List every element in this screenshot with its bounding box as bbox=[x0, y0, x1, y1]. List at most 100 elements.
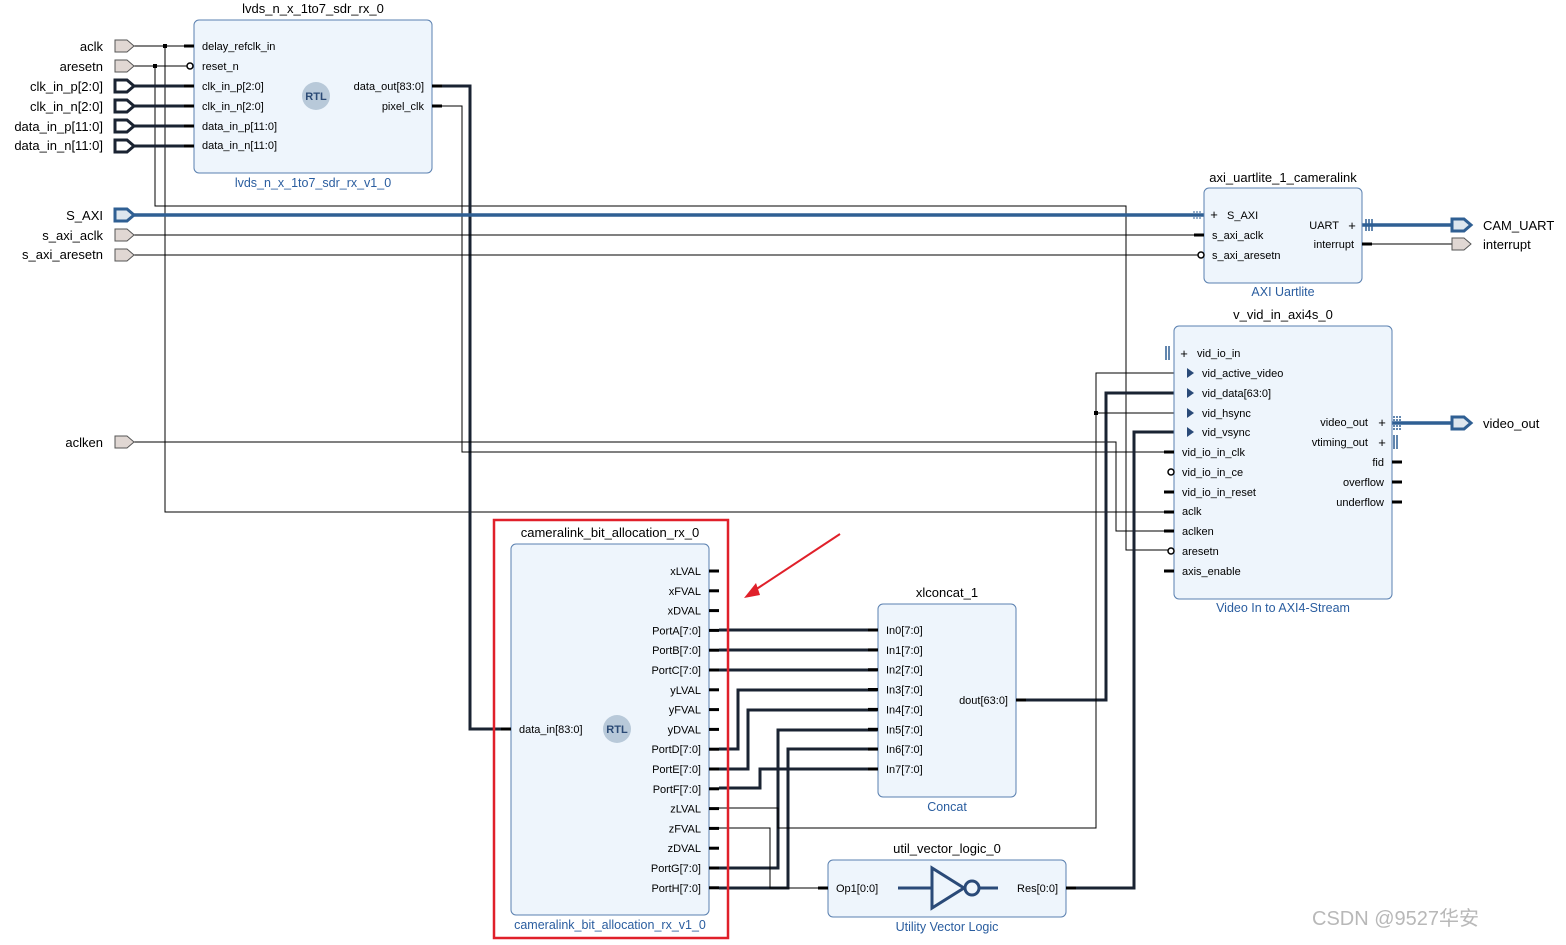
expand-plus-icon[interactable]: + bbox=[1348, 218, 1356, 233]
port-s-axi-aclk[interactable]: s_axi_aclk bbox=[42, 228, 135, 243]
pin-xdval[interactable]: xDVAL bbox=[668, 606, 701, 618]
block-lvds[interactable]: lvds_n_x_1to7_sdr_rx_0 lvds_n_x_1to7_sdr… bbox=[184, 1, 442, 190]
pin-data-in[interactable]: data_in[83:0] bbox=[519, 724, 583, 736]
expand-arrow-icon[interactable] bbox=[1187, 408, 1194, 418]
pin-portc[interactable]: PortC[7:0] bbox=[651, 665, 701, 677]
net-zlval-active-video[interactable] bbox=[719, 372, 1174, 829]
expand-plus-icon[interactable]: + bbox=[1210, 207, 1218, 222]
port-clk-in-p[interactable]: clk_in_p[2:0] bbox=[30, 78, 137, 94]
pin-uart[interactable]: UART bbox=[1309, 220, 1339, 232]
pin-video-out[interactable]: video_out bbox=[1320, 417, 1368, 429]
pin-vid-io-in-reset[interactable]: vid_io_in_reset bbox=[1182, 487, 1256, 499]
pin-in7[interactable]: In7[7:0] bbox=[886, 764, 923, 776]
pin-portf[interactable]: PortF[7:0] bbox=[653, 784, 701, 796]
port-aresetn[interactable]: aresetn bbox=[60, 59, 135, 74]
pin-in3[interactable]: In3[7:0] bbox=[886, 685, 923, 697]
net-porth-in6[interactable] bbox=[719, 747, 878, 890]
port-s-axi[interactable]: S_AXI bbox=[66, 207, 137, 223]
pin-porth[interactable]: PortH[7:0] bbox=[651, 883, 701, 895]
net-aclken[interactable] bbox=[134, 441, 1174, 532]
pin-portb[interactable]: PortB[7:0] bbox=[652, 645, 701, 657]
pin-zdval[interactable]: zDVAL bbox=[668, 843, 701, 855]
expand-plus-icon[interactable]: + bbox=[1180, 346, 1188, 361]
pin-in2[interactable]: In2[7:0] bbox=[886, 665, 923, 677]
pin-overflow[interactable]: overflow bbox=[1343, 477, 1384, 489]
pin-in6[interactable]: In6[7:0] bbox=[886, 744, 923, 756]
pin-yfval[interactable]: yFVAL bbox=[669, 705, 701, 717]
port-interrupt[interactable]: interrupt bbox=[1451, 237, 1531, 252]
pin-interrupt[interactable]: interrupt bbox=[1314, 239, 1354, 251]
pin-vtiming-out[interactable]: vtiming_out bbox=[1312, 437, 1368, 449]
pin-delay-refclk-in[interactable]: delay_refclk_in bbox=[202, 41, 275, 53]
net-portd-in3[interactable] bbox=[719, 688, 878, 751]
pin-res[interactable]: Res[0:0] bbox=[1017, 883, 1058, 895]
pin-zlval[interactable]: zLVAL bbox=[670, 804, 701, 816]
port-data-in-p[interactable]: data_in_p[11:0] bbox=[14, 118, 137, 134]
pin-vid-active-video[interactable]: vid_active_video bbox=[1202, 368, 1283, 380]
pin-in4[interactable]: In4[7:0] bbox=[886, 704, 923, 716]
pin-aclken[interactable]: aclken bbox=[1182, 526, 1214, 538]
block-cam[interactable]: cameralink_bit_allocation_rx_0 cameralin… bbox=[492, 518, 730, 940]
net-data-out-data-in[interactable] bbox=[432, 84, 511, 731]
pin-reset-n[interactable]: reset_n bbox=[202, 61, 239, 73]
port-clk-in-n[interactable]: clk_in_n[2:0] bbox=[30, 98, 137, 114]
net-dout-vid-data[interactable] bbox=[1016, 391, 1174, 702]
pin-clk-in-n[interactable]: clk_in_n[2:0] bbox=[202, 101, 264, 113]
port-aclk[interactable]: aclk bbox=[80, 39, 135, 54]
pin-in0[interactable]: In0[7:0] bbox=[886, 625, 923, 637]
pin-porta[interactable]: PortA[7:0] bbox=[652, 625, 701, 637]
pin-vid-hsync[interactable]: vid_hsync bbox=[1202, 408, 1251, 420]
net-portg-in5[interactable] bbox=[719, 728, 878, 870]
expand-arrow-icon[interactable] bbox=[1187, 388, 1194, 398]
net-res-vsync[interactable] bbox=[1066, 430, 1174, 890]
port-s-axi-aresetn[interactable]: s_axi_aresetn bbox=[22, 247, 135, 262]
pin-s-axi[interactable]: S_AXI bbox=[1227, 210, 1258, 222]
pin-underflow[interactable]: underflow bbox=[1336, 497, 1384, 509]
net-zfval-op1[interactable] bbox=[719, 827, 828, 889]
pin-vid-io-in-clk[interactable]: vid_io_in_clk bbox=[1182, 447, 1245, 459]
pin-in5[interactable]: In5[7:0] bbox=[886, 724, 923, 736]
pin-aresetn[interactable]: aresetn bbox=[1182, 546, 1219, 558]
pin-op1[interactable]: Op1[0:0] bbox=[836, 883, 878, 895]
block-concat[interactable]: xlconcat_1 Concat In0[7:0]In1[7:0]In2[7:… bbox=[868, 585, 1026, 814]
pin-aclk[interactable]: aclk bbox=[1182, 506, 1202, 518]
net-aclk-vid-aclk[interactable] bbox=[164, 46, 1174, 513]
pin-xlval[interactable]: xLVAL bbox=[670, 566, 701, 578]
pin-s-axi-aresetn[interactable]: s_axi_aresetn bbox=[1212, 250, 1281, 262]
expand-plus-icon[interactable]: + bbox=[1378, 435, 1386, 450]
port-cam-uart[interactable]: CAM_UART bbox=[1450, 217, 1554, 233]
net-aresetn-vid-aresetn[interactable] bbox=[154, 66, 1174, 551]
port-data-in-n[interactable]: data_in_n[11:0] bbox=[14, 138, 137, 154]
pin-data-out[interactable]: data_out[83:0] bbox=[354, 81, 424, 93]
net-porte-in4[interactable] bbox=[719, 708, 878, 771]
pin-s-axi-aclk[interactable]: s_axi_aclk bbox=[1212, 230, 1264, 242]
port-aclken[interactable]: aclken bbox=[65, 435, 135, 450]
pin-vid-vsync[interactable]: vid_vsync bbox=[1202, 427, 1251, 439]
expand-arrow-icon[interactable] bbox=[1187, 368, 1194, 378]
expand-arrow-icon[interactable] bbox=[1187, 427, 1194, 437]
net-pixel-clk[interactable] bbox=[432, 105, 1174, 453]
pin-pixel-clk[interactable]: pixel_clk bbox=[382, 101, 425, 113]
pin-vid-io-in-ce[interactable]: vid_io_in_ce bbox=[1182, 467, 1243, 479]
pin-vid-io-in[interactable]: vid_io_in bbox=[1197, 348, 1240, 360]
pin-zfval[interactable]: zFVAL bbox=[669, 823, 701, 835]
pin-ylval[interactable]: yLVAL bbox=[670, 685, 701, 697]
expand-plus-icon[interactable]: + bbox=[1378, 415, 1386, 430]
pin-clk-in-p[interactable]: clk_in_p[2:0] bbox=[202, 81, 264, 93]
pin-xfval[interactable]: xFVAL bbox=[669, 586, 701, 598]
net-portf-in7[interactable] bbox=[719, 767, 878, 790]
block-uart[interactable]: axi_uartlite_1_cameralink AXI Uartlite +… bbox=[1193, 170, 1373, 299]
pin-data-in-p[interactable]: data_in_p[11:0] bbox=[202, 121, 277, 133]
pin-in1[interactable]: In1[7:0] bbox=[886, 645, 923, 657]
block-vid-body[interactable] bbox=[1173, 325, 1393, 600]
block-vid[interactable]: v_vid_in_axi4s_0 Video In to AXI4-Stream… bbox=[1164, 307, 1402, 615]
pin-data-in-n[interactable]: data_in_n[11:0] bbox=[202, 140, 277, 152]
pin-portd[interactable]: PortD[7:0] bbox=[651, 744, 701, 756]
pin-axis-enable[interactable]: axis_enable bbox=[1182, 566, 1241, 578]
pin-porte[interactable]: PortE[7:0] bbox=[652, 764, 701, 776]
block-uvl[interactable]: util_vector_logic_0 Utility Vector Logic… bbox=[818, 841, 1076, 934]
pin-fid[interactable]: fid bbox=[1372, 457, 1384, 469]
pin-dout[interactable]: dout[63:0] bbox=[959, 695, 1008, 707]
pin-ydval[interactable]: yDVAL bbox=[668, 724, 701, 736]
pin-portg[interactable]: PortG[7:0] bbox=[651, 863, 701, 875]
